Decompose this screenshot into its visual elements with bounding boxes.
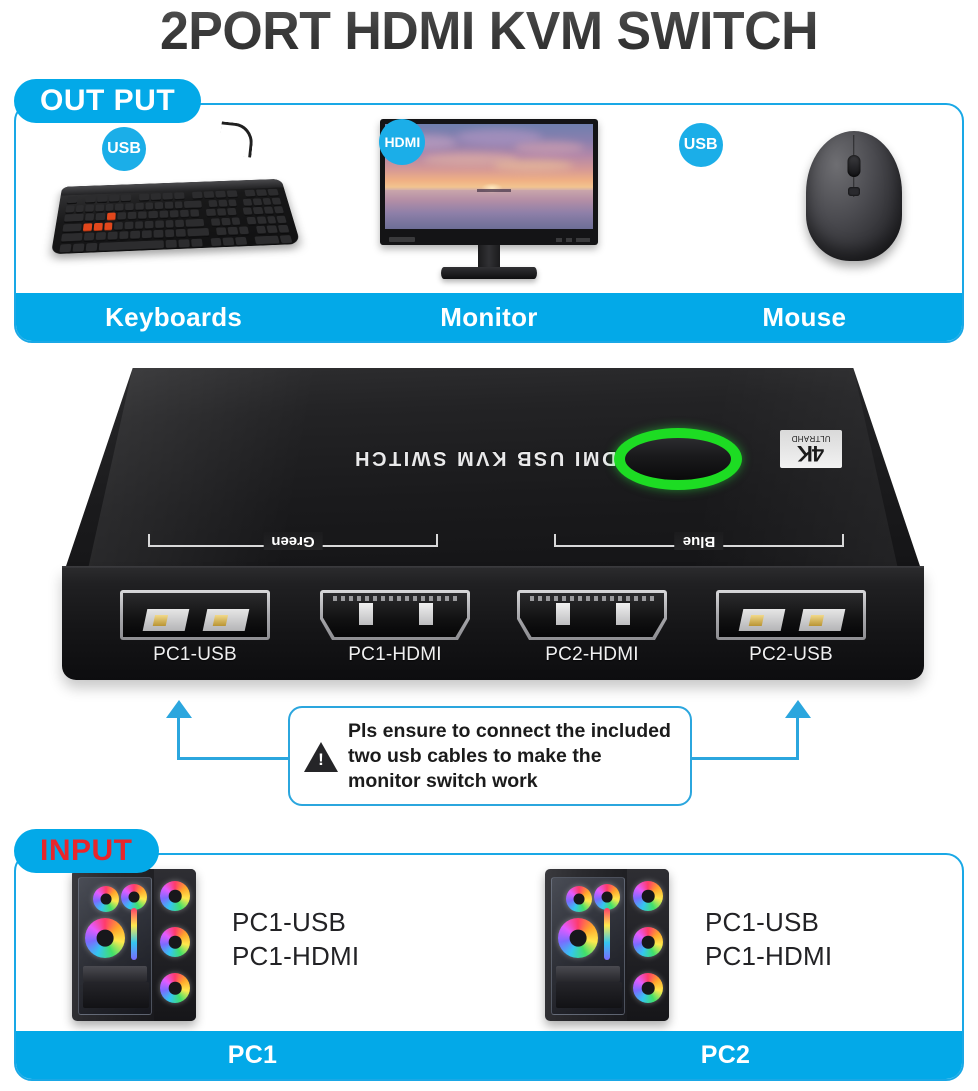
device-silkscreen-text: HDMI USB KVM SWITCH <box>352 447 634 469</box>
keyboard-body <box>50 178 301 255</box>
output-badge-label: OUT PUT <box>40 84 176 117</box>
4k-ultrahd-badge: 4K ULTRAHD <box>780 430 842 468</box>
output-item-keyboard: USB <box>16 105 331 297</box>
usb-tag-keyboard: USB <box>102 127 146 171</box>
monitor-icon <box>379 119 598 279</box>
pc2-connection-usb: PC1-USB <box>705 907 820 937</box>
monitor-brand-logo <box>388 237 415 242</box>
input-item-pc1: PC1-USB PC1-HDMI <box>16 855 489 1033</box>
4k-badge-main: 4K <box>797 441 825 466</box>
4k-badge-sub: ULTRAHD <box>791 434 831 443</box>
arrow-right-vertical <box>796 716 799 760</box>
port-pc2-hdmi[interactable]: PC2-HDMI <box>517 590 667 665</box>
keyboard-cable <box>218 121 255 158</box>
output-device-row: USB <box>16 105 962 297</box>
bracket-blue: Blue <box>554 528 844 550</box>
usb-tag-keyboard-label: USB <box>107 140 141 157</box>
warning-note: Pls ensure to connect the included two u… <box>288 706 692 806</box>
mouse-dpi-button <box>847 187 860 196</box>
port-pc2-usb-label: PC2-USB <box>749 644 833 665</box>
arrow-left-head <box>166 700 192 718</box>
arrow-left-vertical <box>177 716 180 760</box>
pc1-connection-hdmi: PC1-HDMI <box>232 941 360 971</box>
bracket-green: Green <box>148 528 438 550</box>
keyboard-keys <box>59 188 293 253</box>
pc-tower-icon-2 <box>535 869 681 1021</box>
device-select-button[interactable] <box>614 428 742 490</box>
mouse-icon <box>805 131 902 261</box>
monitor-stand-base <box>440 267 537 279</box>
kvm-switch-device: HDMI USB KVM SWITCH 4K ULTRAHD Green Blu… <box>62 368 924 686</box>
output-label-keyboards: Keyboards <box>105 301 243 332</box>
pc2-connection-hdmi: PC1-HDMI <box>705 941 833 971</box>
bracket-blue-label: Blue <box>674 532 724 550</box>
output-badge: OUT PUT <box>14 79 202 123</box>
pc-side-fans-1 <box>154 869 196 1021</box>
monitor-osd-buttons[interactable] <box>555 238 590 242</box>
bracket-green-label: Green <box>263 532 323 550</box>
keyboard-icon <box>50 121 302 255</box>
port-pc2-hdmi-label: PC2-HDMI <box>545 644 639 665</box>
device-port-row: PC1-USB PC1-HDMI PC2-HDMI <box>62 590 924 676</box>
port-pc2-usb[interactable]: PC2-USB <box>716 590 866 665</box>
pc-glass-panel-1 <box>78 877 152 1015</box>
page-title: 2PORT HDMI KVM SWITCH <box>20 2 959 60</box>
input-device-row: PC1-USB PC1-HDMI <box>16 855 962 1033</box>
port-pc1-usb-label: PC1-USB <box>153 644 237 665</box>
output-panel: USB <box>14 103 964 343</box>
warning-note-text: Pls ensure to connect the included two u… <box>348 719 671 792</box>
output-label-monitor: Monitor <box>440 301 538 332</box>
device-top-face <box>62 368 924 578</box>
monitor-wallpaper-sun <box>480 182 503 193</box>
input-label-pc2: PC2 <box>700 1040 751 1069</box>
usb-tag-mouse: USB <box>678 123 723 167</box>
pc-case-2 <box>545 869 669 1021</box>
pc2-connection-labels: PC1-USB PC1-HDMI <box>705 905 832 973</box>
monitor-wallpaper-sea <box>384 190 593 229</box>
port-pc1-hdmi[interactable]: PC1-HDMI <box>320 590 470 665</box>
output-item-mouse: USB <box>647 105 962 297</box>
pc-glass-panel-2 <box>551 877 625 1015</box>
arrow-right-head <box>785 700 811 718</box>
warning-triangle-icon <box>304 742 338 772</box>
port-pc1-usb[interactable]: PC1-USB <box>120 590 270 665</box>
input-label-pc1: PC1 <box>227 1040 278 1069</box>
arrow-right-horizontal <box>690 757 799 760</box>
input-label-bar: PC1 PC2 <box>16 1031 962 1079</box>
pc1-connection-usb: PC1-USB <box>232 907 347 937</box>
output-label-mouse: Mouse <box>762 301 847 332</box>
monitor-screen <box>379 119 598 245</box>
usb-tag-mouse-label: USB <box>683 136 718 153</box>
arrow-left-horizontal <box>177 757 290 760</box>
mouse-scroll-wheel <box>847 155 861 177</box>
pc-case-1 <box>72 869 196 1021</box>
mouse-body <box>805 131 902 261</box>
hdmi-tag-monitor: HDMI <box>379 119 426 165</box>
output-item-monitor: HDMI <box>331 105 646 297</box>
port-pc1-hdmi-label: PC1-HDMI <box>348 644 442 665</box>
pc-side-fans-2 <box>627 869 669 1021</box>
device-select-button-cap <box>625 438 731 480</box>
input-badge: INPUT <box>14 829 159 873</box>
pc-tower-icon-1 <box>62 869 208 1021</box>
hdmi-tag-monitor-label: HDMI <box>384 134 421 150</box>
input-panel: PC1-USB PC1-HDMI <box>14 853 964 1081</box>
pc1-connection-labels: PC1-USB PC1-HDMI <box>232 905 359 973</box>
monitor-wallpaper-pier <box>476 188 511 192</box>
input-badge-label: INPUT <box>40 834 133 867</box>
input-item-pc2: PC1-USB PC1-HDMI <box>489 855 962 1033</box>
output-label-bar: Keyboards Monitor Mouse <box>16 293 962 341</box>
monitor-stand-neck <box>477 245 500 271</box>
